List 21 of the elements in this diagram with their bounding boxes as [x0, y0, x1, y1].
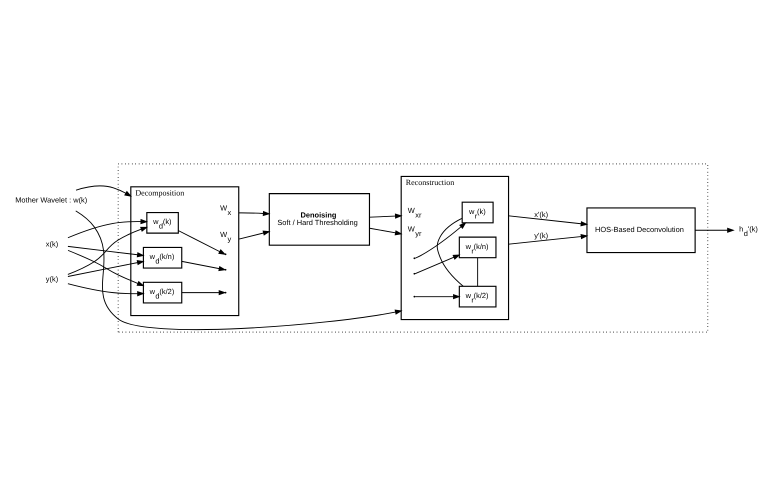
arrow [508, 215, 588, 226]
cluster [118, 163, 708, 333]
connector [436, 218, 464, 287]
arrow [67, 283, 145, 296]
arrow [414, 294, 461, 300]
arrow [369, 228, 403, 236]
connector [477, 257, 478, 287]
arrow [694, 228, 735, 233]
arrow [414, 254, 461, 274]
arrow [238, 210, 270, 216]
arrow [67, 226, 148, 275]
arrow [75, 210, 403, 330]
arrow [67, 246, 145, 258]
arrow [67, 260, 145, 277]
arrow [68, 250, 145, 286]
arrow [238, 230, 271, 240]
arrow [508, 234, 588, 245]
arrow [67, 218, 148, 238]
arrow [414, 222, 467, 259]
arrow [369, 213, 403, 219]
arrow [76, 185, 132, 197]
